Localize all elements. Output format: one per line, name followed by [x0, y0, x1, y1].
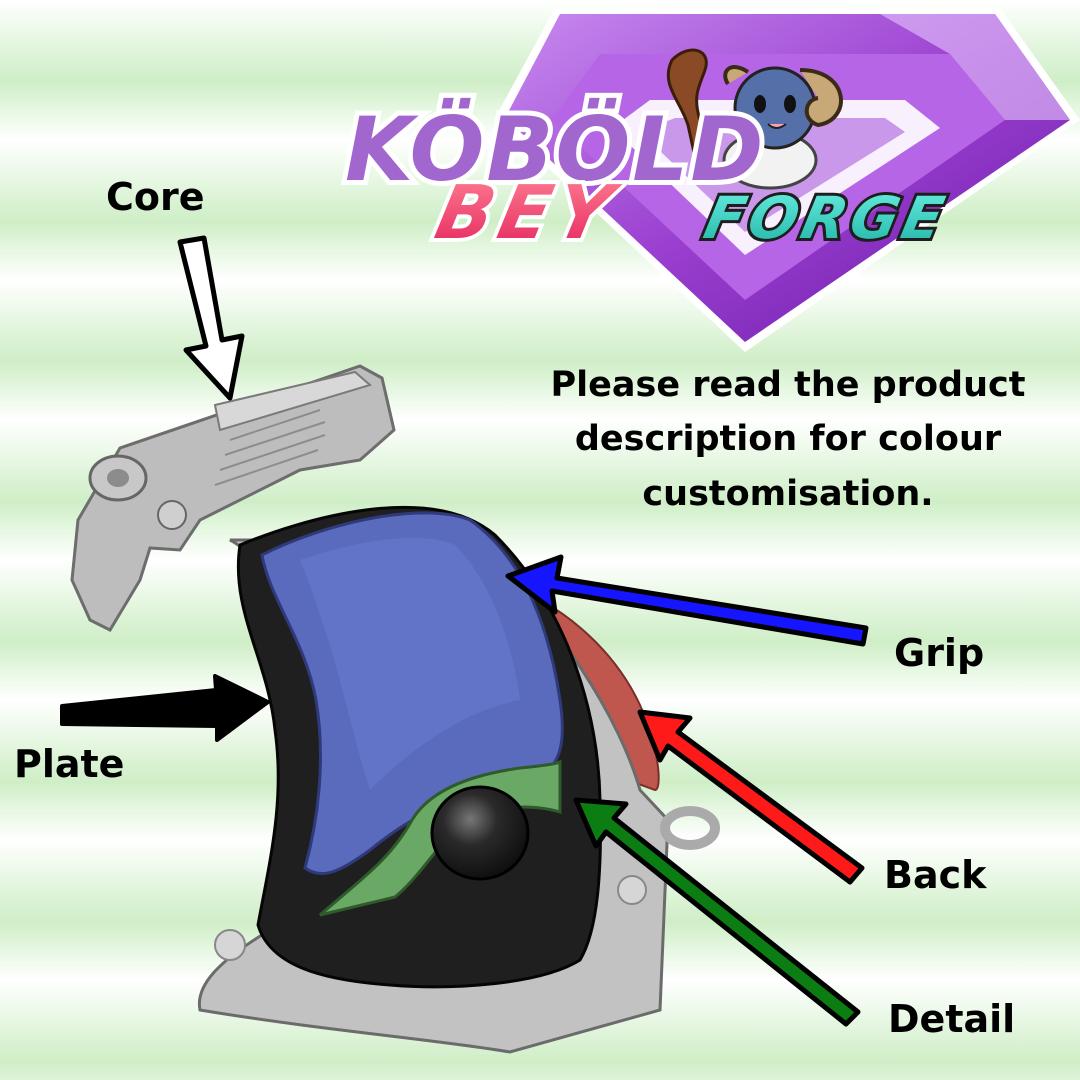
plate-label: Plate	[14, 742, 125, 786]
grip-arrow-icon	[505, 554, 869, 647]
grip-label: Grip	[894, 631, 985, 675]
kobold-mascot-icon	[666, 48, 843, 190]
note-line-1: Please read the product	[550, 365, 1026, 405]
back-arrow-icon	[637, 709, 865, 885]
core-part	[70, 364, 396, 632]
detail-arrow-icon	[573, 797, 861, 1027]
logo-line1: KÖBÖLD	[345, 98, 765, 201]
core-label: Core	[106, 175, 205, 219]
note-line-3: customisation.	[642, 473, 934, 514]
back-label: Back	[884, 853, 987, 897]
core-arrow-icon	[177, 235, 245, 401]
button-icon	[430, 785, 530, 881]
detail-label: Detail	[888, 997, 1016, 1041]
logo-line2-forge: FORGE	[698, 185, 953, 252]
logo-lettering: KÖBÖLD BEY FORGE	[340, 93, 957, 260]
colour-customisation-note: Please read the product description for …	[508, 358, 1068, 521]
logo-line2-bey: BEY	[429, 170, 627, 256]
note-line-2: description for colour	[574, 419, 1002, 460]
core-ridges	[214, 409, 326, 486]
plate-arrow-icon	[60, 674, 270, 742]
